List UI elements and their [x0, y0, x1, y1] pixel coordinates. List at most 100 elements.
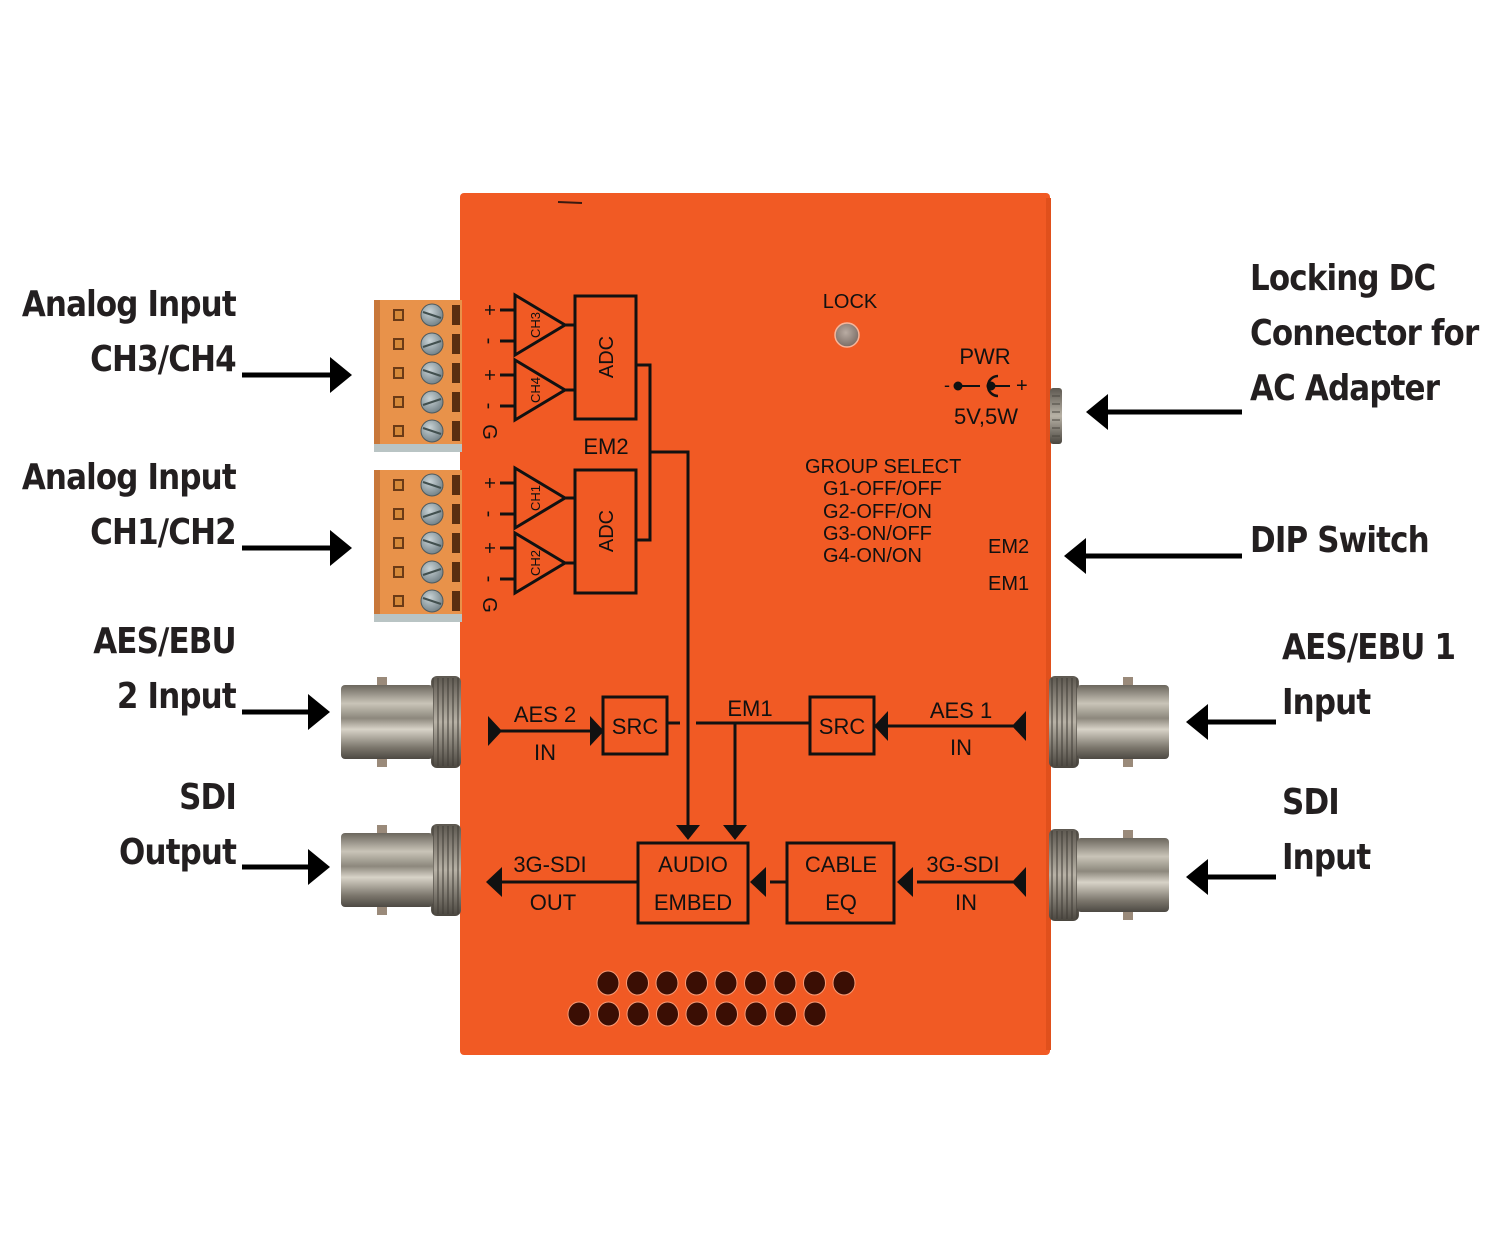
amp-ch2-icon: [513, 530, 568, 596]
terminal-hole-icon: [393, 425, 404, 437]
vent-hole: [744, 1001, 768, 1027]
terminal-screw-icon: [420, 589, 444, 613]
aes1-in-label: IN: [950, 735, 972, 760]
cable-eq-label: EQ: [825, 890, 857, 915]
group-option: G3-ON/OFF: [823, 523, 932, 545]
callout-locking-dc-connector: Locking DC Connector for AC Adapter: [1250, 258, 1479, 409]
pwr-label: PWR: [959, 344, 1010, 369]
vent-hole: [744, 970, 767, 996]
terminal-hole-icon: [393, 479, 404, 491]
vent-hole: [656, 1001, 679, 1027]
bnc-aes1-input: [1049, 676, 1169, 768]
em1-bus-label: EM1: [727, 696, 772, 721]
callout-analog-input-ch3-ch4: Analog Input CH3/CH4: [22, 284, 237, 380]
vent-hole: [655, 970, 679, 996]
terminal-hole-icon: [393, 367, 404, 379]
adc-label: ADC: [596, 336, 618, 378]
vent-hole: [714, 970, 738, 996]
signal-arrow-heads: [486, 711, 1026, 897]
bnc-sdi-input: [1049, 829, 1169, 921]
src-label: SRC: [819, 714, 866, 739]
src-label: SRC: [612, 714, 659, 739]
dip-label-em2: EM2: [988, 536, 1029, 558]
terminal-screw-icon: [420, 303, 444, 327]
arrow-icon: [242, 357, 352, 885]
terminal-block-ch3-ch4: [374, 300, 462, 452]
lock-led-icon: [834, 322, 860, 348]
arrow-icon: [1064, 394, 1276, 895]
svg-text:-: -: [944, 375, 950, 395]
pwr-rating: 5V,5W: [954, 404, 1018, 429]
group-option: G2-OFF/ON: [823, 501, 932, 523]
callout-sdi-output: SDI Output: [118, 777, 237, 873]
callout-sdi-input: SDI Input: [1282, 782, 1371, 878]
terminal-hole-icon: [393, 508, 404, 520]
terminal-screw-icon: [420, 361, 444, 385]
vent-hole: [626, 1001, 650, 1027]
terminal-pin-label: +: [478, 304, 500, 316]
adc-block-top: [573, 294, 638, 421]
vent-hole: [803, 1001, 827, 1027]
group-option: G4-ON/ON: [823, 545, 922, 567]
em2-bus-label: EM2: [583, 434, 628, 459]
adc-label: ADC: [596, 510, 618, 552]
terminal-hole-icon: [393, 396, 404, 408]
terminal-hole-icon: [393, 595, 404, 607]
vent-hole: [685, 1001, 709, 1027]
group-select-title: GROUP SELECT: [805, 456, 961, 478]
adc-block-bottom: [573, 468, 638, 595]
terminal-hole-icon: [393, 338, 404, 350]
aes1-in-label: AES 1: [930, 698, 992, 723]
amp-label: CH1: [528, 485, 543, 511]
callout-aes-ebu-2-input: AES/EBU 2 Input: [93, 621, 236, 717]
cable-eq-label: CABLE: [805, 852, 877, 877]
terminal-pin-label: -: [478, 511, 500, 518]
terminal-screw-icon: [420, 531, 444, 555]
vent-hole: [597, 1001, 620, 1027]
terminal-pin-label: -: [478, 403, 500, 410]
terminal-block-ch1-ch2: [374, 470, 462, 622]
terminal-hole-icon: [393, 537, 404, 549]
terminal-pin-label: -: [478, 338, 500, 345]
cable-eq-block: [785, 841, 896, 925]
vent-hole: [567, 1001, 591, 1027]
vent-hole: [773, 970, 797, 996]
callout-analog-input-ch1-ch2: Analog Input CH1/CH2: [22, 457, 237, 553]
bnc-aes2-input: [341, 676, 461, 768]
terminal-screw-icon: [420, 473, 444, 497]
vent-hole: [774, 1001, 797, 1027]
terminal-pin-label: G: [478, 597, 500, 613]
callout-dip-switch: DIP Switch: [1250, 520, 1430, 561]
sdi-out-label: 3G-SDI: [513, 852, 586, 877]
amp-label: CH4: [528, 377, 543, 403]
terminal-pin-label: G: [478, 424, 500, 440]
group-option: G1-OFF/OFF: [823, 478, 942, 500]
svg-text:+: +: [1016, 375, 1028, 397]
amp-ch1-icon: [513, 465, 568, 531]
terminal-screw-icon: [420, 502, 444, 526]
terminal-screw-icon: [420, 390, 444, 414]
vent-hole: [832, 970, 856, 996]
sdi-in-label: 3G-SDI: [926, 852, 999, 877]
dip-label-em1: EM1: [988, 573, 1029, 595]
vent-holes: [567, 970, 856, 1027]
vent-hole: [596, 970, 620, 996]
terminal-pin-label: +: [478, 477, 500, 489]
audio-embed-block: [636, 841, 750, 925]
amp-label: CH3: [528, 312, 543, 338]
enclosure: [460, 193, 1050, 1055]
terminal-hole-icon: [393, 566, 404, 578]
src-block-aes2: [601, 695, 669, 756]
aes2-in-label: AES 2: [514, 702, 576, 727]
terminal-hole-icon: [393, 309, 404, 321]
vent-hole: [715, 1001, 738, 1027]
callout-aes-ebu-1-input: AES/EBU 1 Input: [1282, 627, 1456, 723]
audio-embed-label: AUDIO: [658, 852, 728, 877]
terminal-pin-label: +: [478, 542, 500, 554]
amp-ch4-icon: [513, 357, 568, 423]
amp-label: CH2: [528, 550, 543, 576]
terminal-pin-label: +: [478, 369, 500, 381]
src-block-aes1: [808, 695, 876, 756]
dc-polarity-icon: - +: [944, 374, 1028, 398]
lock-label: LOCK: [823, 291, 878, 313]
